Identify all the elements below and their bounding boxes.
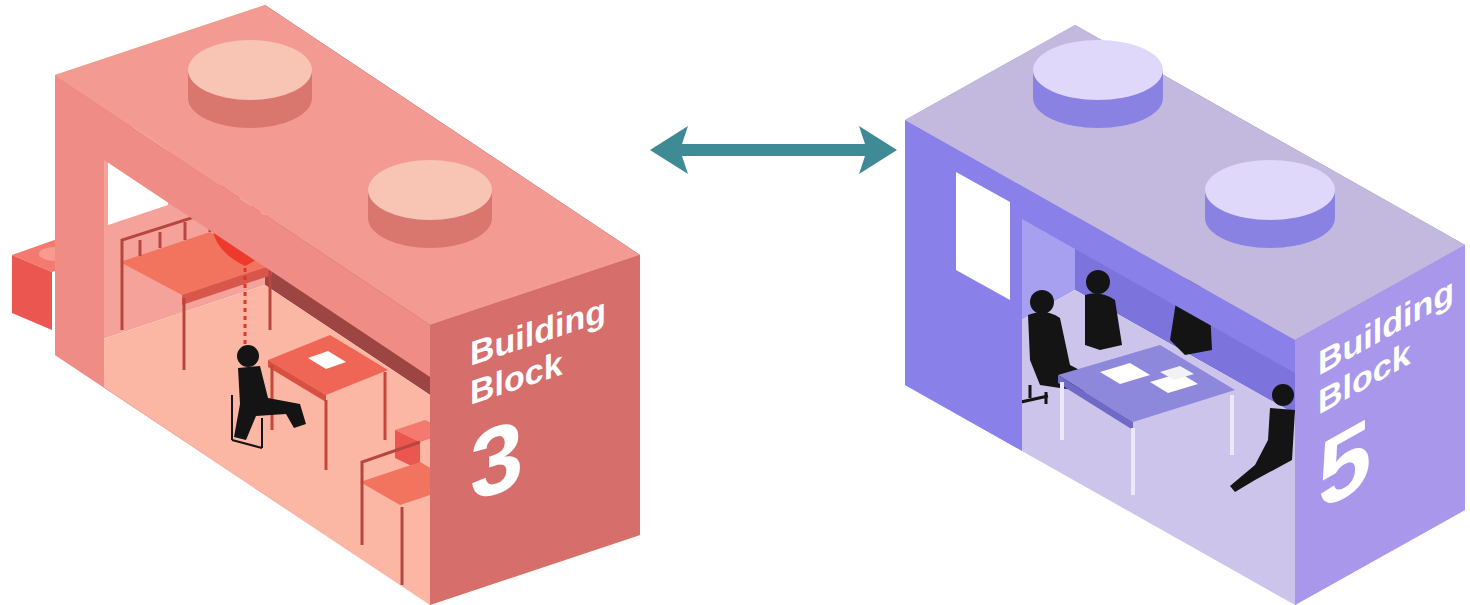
double-arrow [650,126,897,174]
meeting-block [905,25,1465,605]
building-block: Building Block3 [10,0,642,605]
block-side-face: Building Block3 [470,282,630,517]
block-label: Building Block [1318,267,1458,423]
building-block: Building Block5 [905,0,1467,605]
hospital-block [12,5,640,605]
block-side-face: Building Block5 [1318,267,1458,527]
block-label: Building Block [470,282,630,413]
